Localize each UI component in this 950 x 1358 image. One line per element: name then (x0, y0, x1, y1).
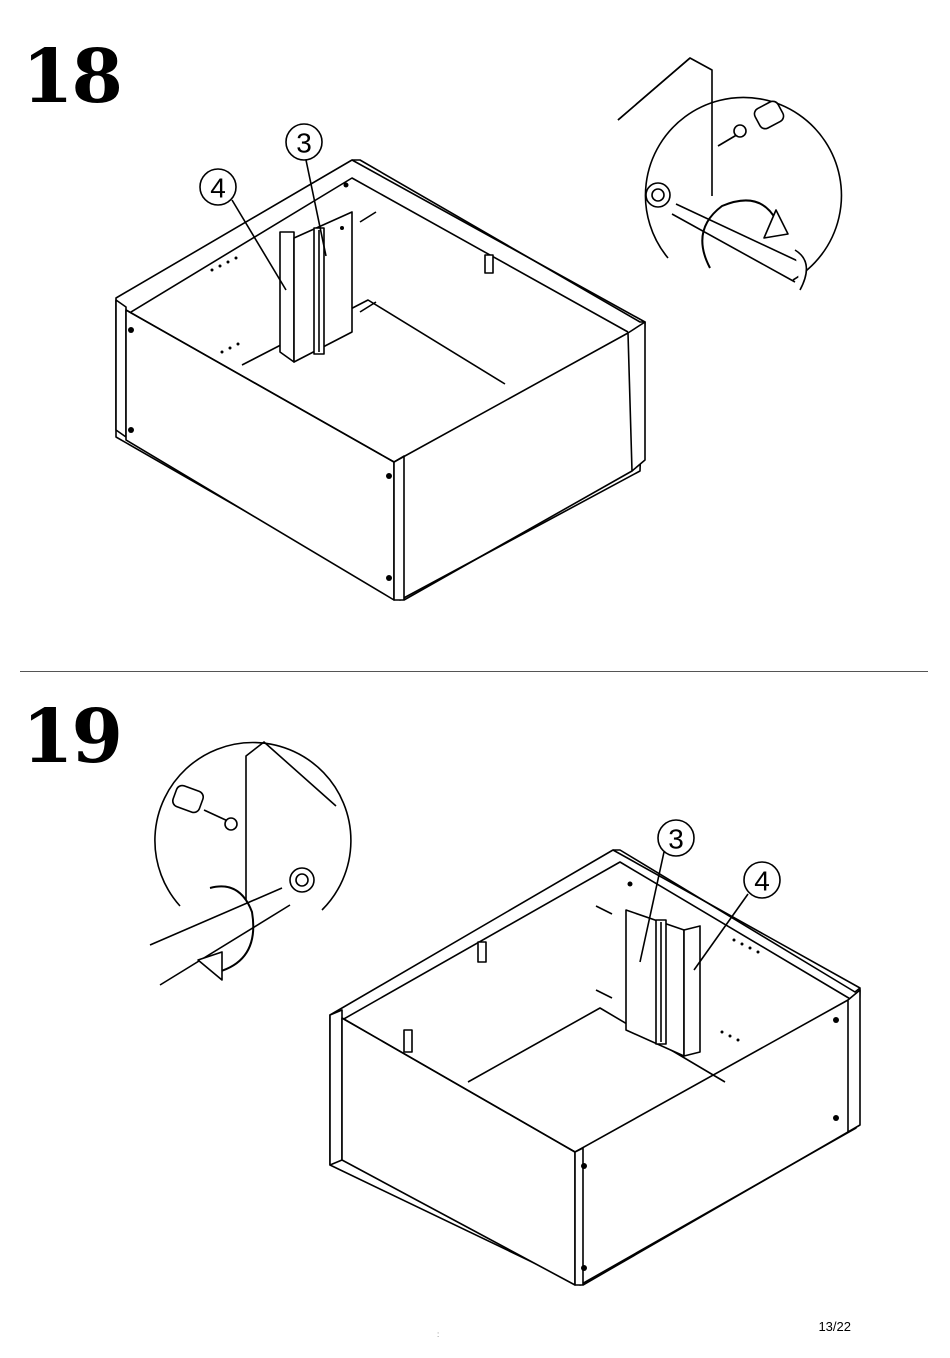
step-19-slide-rail (626, 910, 700, 1056)
step-19-detail-zoom (150, 742, 351, 985)
cam-lock-icon (290, 868, 314, 892)
callout-label-19-part3: 3 (668, 824, 684, 855)
step-18-detail-zoom (618, 58, 841, 290)
step-19-drawer-box (330, 850, 860, 1285)
callout-label-18-part4: 4 (210, 173, 226, 204)
page-number: 13/22 (818, 1319, 851, 1334)
callout-label-18-part3: 3 (296, 128, 312, 159)
callout-label-19-part4: 4 (754, 866, 770, 897)
cam-lock-icon (646, 183, 670, 207)
footer-mark: : (437, 1330, 439, 1339)
step-18-drawer-box (116, 160, 645, 600)
